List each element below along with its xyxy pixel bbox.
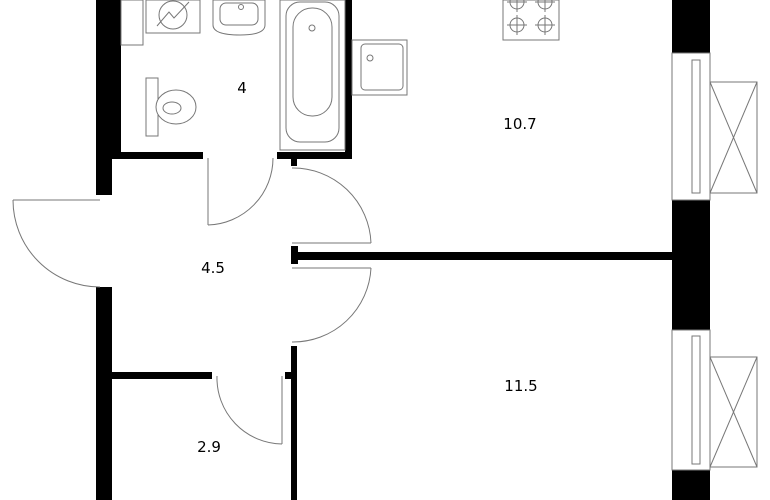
door-kitchen[interactable]: [291, 167, 372, 244]
counter: [120, 0, 144, 46]
kitchen-sink-icon: [351, 39, 408, 96]
room-area-hall: 4.5: [201, 259, 225, 277]
washbasin-icon: [212, 0, 266, 36]
door-closet[interactable]: [216, 375, 283, 445]
room-area-kitchen: 10.7: [503, 115, 537, 133]
room-area-closet: 2.9: [197, 438, 221, 456]
toilet-icon: [145, 77, 197, 137]
room-area-bedroom: 11.5: [504, 377, 538, 395]
window-bedroom: [671, 329, 758, 471]
window-kitchen: [671, 52, 758, 201]
room-area-bathroom: 4: [237, 79, 247, 97]
walls: [96, 0, 710, 500]
bathtub-icon: [279, 0, 346, 151]
door-bathroom[interactable]: [207, 157, 274, 226]
door-entrance[interactable]: [12, 199, 101, 288]
stove-icon: [502, 0, 560, 41]
door-bedroom[interactable]: [291, 267, 372, 343]
washing-machine-icon: [145, 0, 201, 34]
